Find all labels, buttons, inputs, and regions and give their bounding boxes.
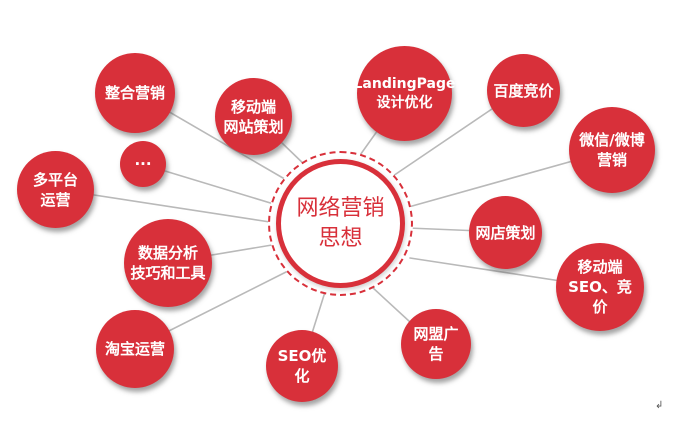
node-yidong-wangzhan: 移动端 网站策划 — [215, 78, 292, 155]
node-baidu: 百度竞价 — [487, 54, 560, 127]
node-zhenghe: 整合营销 — [95, 53, 175, 133]
node-wangdian: 网店策划 — [469, 196, 542, 269]
node-ellipsis: ··· — [120, 141, 166, 187]
node-taobao: 淘宝运营 — [96, 310, 174, 388]
node-seo: SEO优化 — [266, 330, 338, 402]
node-yidong-seo: 移动端 SEO、竞价 — [556, 243, 644, 331]
node-wangmeng: 网盟广告 — [401, 309, 471, 379]
node-landingpage: LandingPage 设计优化 — [354, 46, 456, 141]
node-duopingtai: 多平台 运营 — [17, 151, 94, 228]
node-weixin-weibo: 微信/微博 营销 — [569, 107, 655, 193]
paragraph-mark: ↲ — [655, 400, 664, 411]
center-node: 网络营销 思想 — [276, 159, 405, 288]
node-shuju: 数据分析 技巧和工具 — [124, 219, 212, 307]
